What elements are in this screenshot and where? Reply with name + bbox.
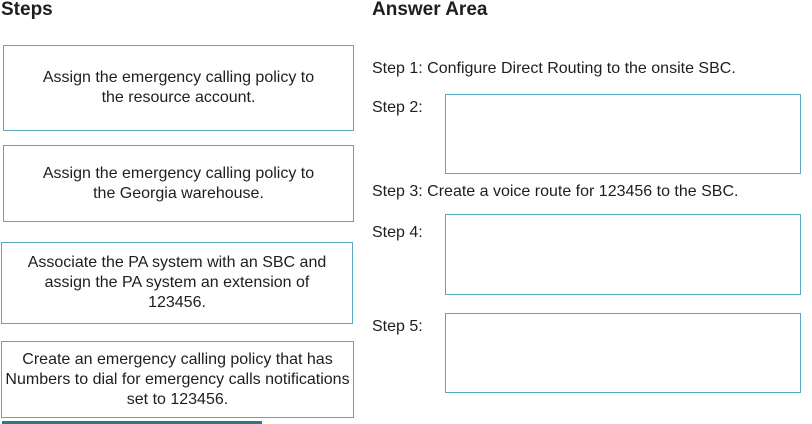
step2-label: Step 2: (372, 99, 423, 116)
answer-slot-step4[interactable] (445, 214, 801, 295)
step-card[interactable]: Create an emergency calling policy that … (1, 341, 354, 418)
step1-value: Configure Direct Routing to the onsite S… (427, 60, 736, 77)
step-card-text: Create an emergency calling policy that … (5, 350, 350, 408)
step3-value: Create a voice route for 123456 to the S… (427, 183, 739, 200)
step3-label: Step 3: (372, 183, 423, 200)
answer-slot-step5[interactable] (445, 313, 801, 393)
step4-label: Step 4: (372, 224, 423, 241)
step-card[interactable]: Associate the PA system with an SBC and … (1, 242, 353, 324)
answer-slot-step2[interactable] (445, 94, 801, 174)
steps-heading: Steps (1, 0, 53, 20)
step-card-text: Assign the emergency calling policy to t… (42, 69, 315, 106)
partial-step-card[interactable] (2, 421, 262, 424)
step-card-text: Assign the emergency calling policy to t… (42, 164, 315, 202)
step-card[interactable]: Assign the emergency calling policy to t… (3, 145, 354, 222)
step1-label: Step 1: (372, 60, 423, 77)
answer-step3-line: Step 3: Create a voice route for 123456 … (372, 183, 738, 201)
step-card-text: Associate the PA system with an SBC and … (27, 254, 327, 311)
answer-step1-line: Step 1: Configure Direct Routing to the … (372, 60, 736, 78)
answer-area-heading: Answer Area (372, 0, 488, 20)
step5-label: Step 5: (372, 318, 423, 335)
step-card[interactable]: Assign the emergency calling policy to t… (3, 45, 354, 131)
